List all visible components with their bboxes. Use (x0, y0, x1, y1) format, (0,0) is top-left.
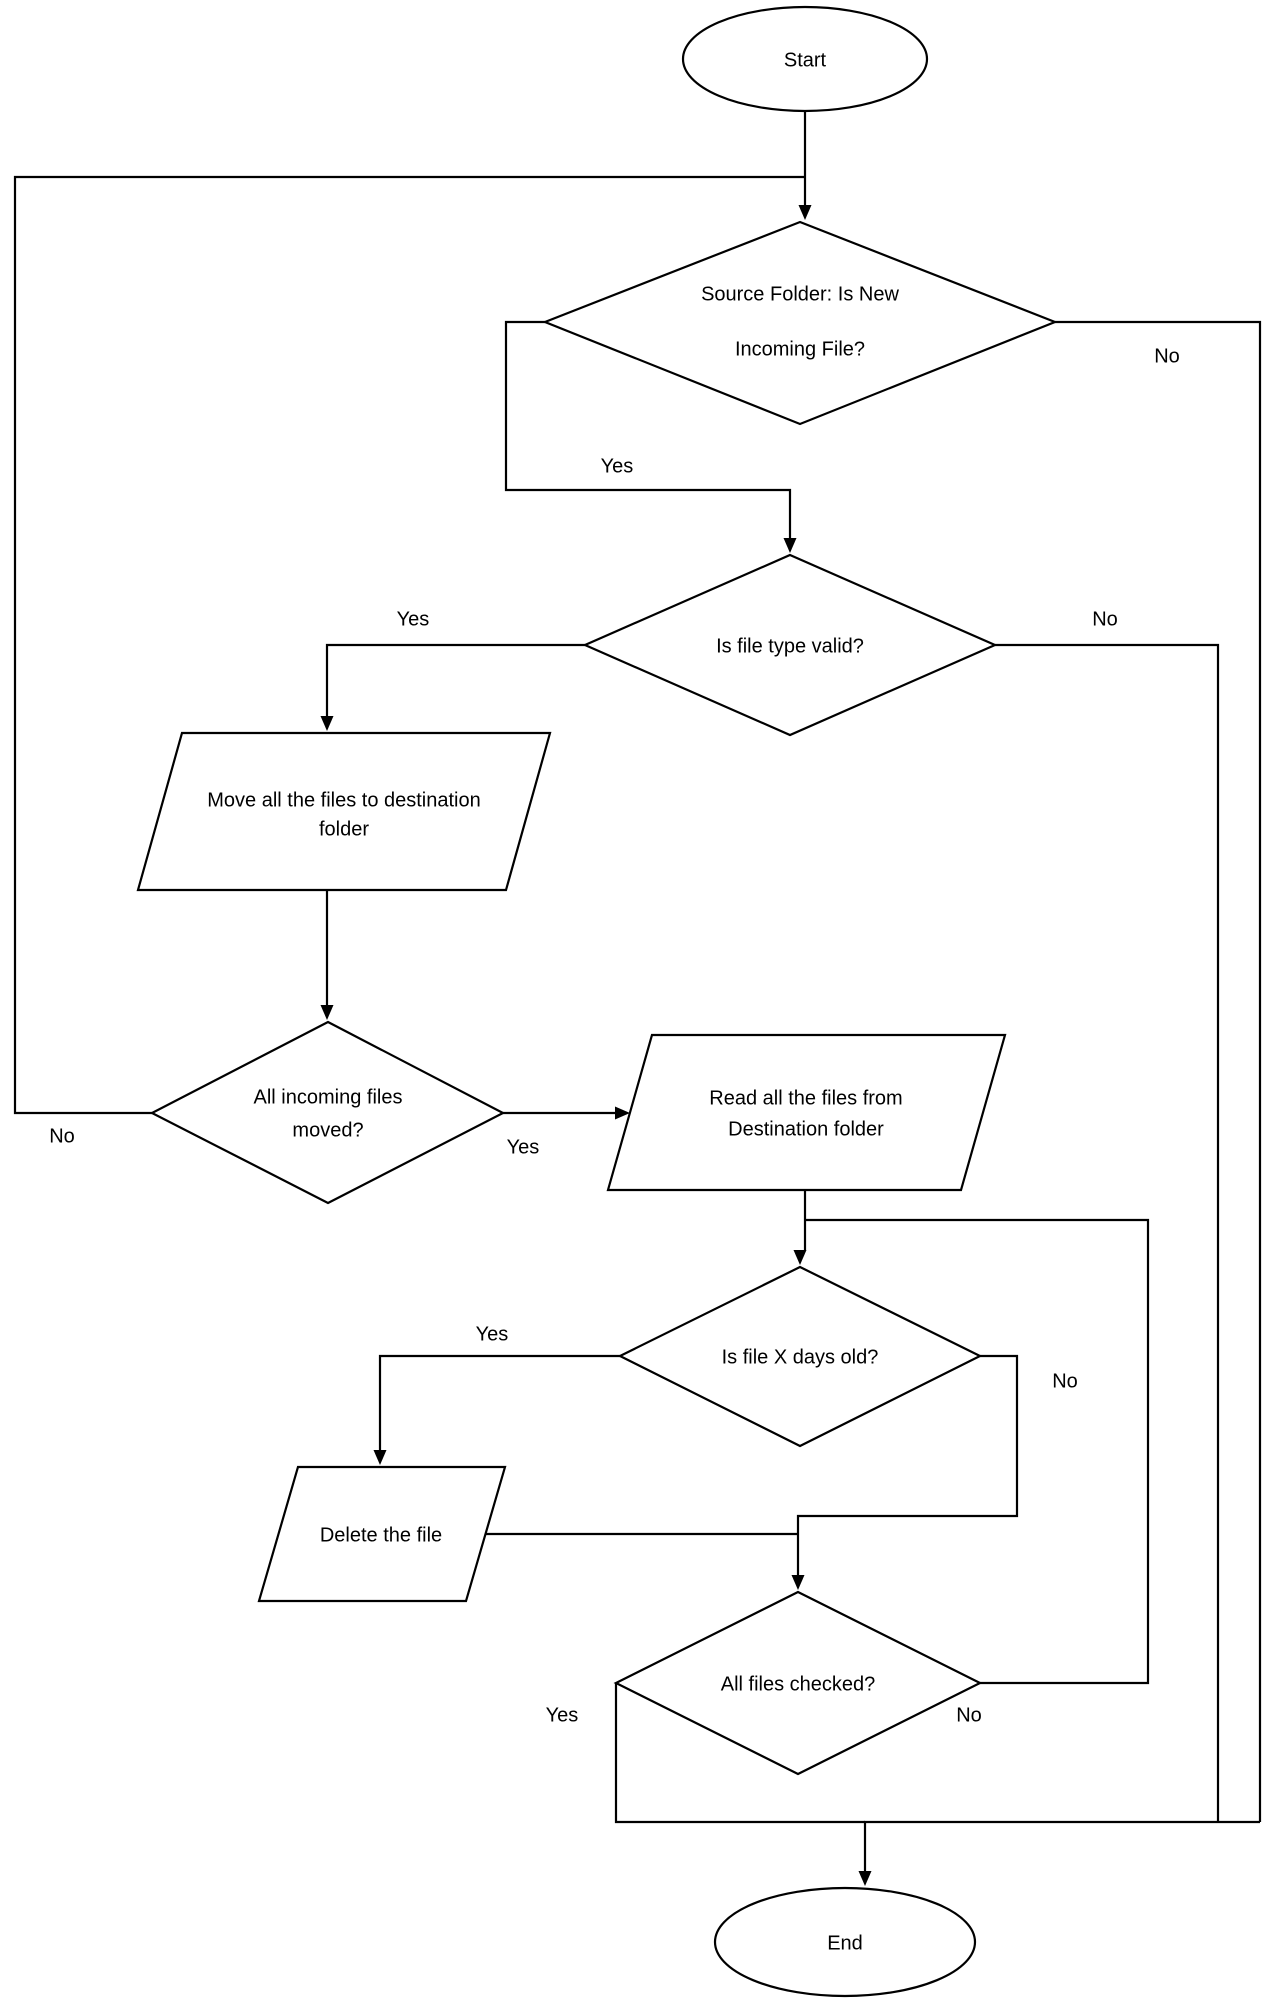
decision-moved-label-line2: moved? (292, 1119, 363, 1141)
edge-merge-to-end (863, 1820, 1260, 1871)
decision-all-files-checked (613, 1590, 983, 1776)
decision-file-type-valid (582, 553, 998, 737)
arrowhead-into-end (858, 1871, 872, 1886)
arrowhead-into-source (798, 205, 812, 220)
decision-file-x-days-old (617, 1265, 983, 1448)
edge-label-filetype-no: No (1092, 608, 1118, 630)
io-delete-file (257, 1465, 507, 1603)
end-label: End (827, 1932, 863, 1954)
edge-checked-no-feedback (805, 1218, 1150, 1685)
decision-all-incoming-moved (149, 1020, 506, 1205)
arrowhead-into-read (615, 1106, 630, 1120)
arrowhead-into-delete (373, 1450, 387, 1465)
decision-age-label: Is file X days old? (722, 1346, 879, 1368)
decision-source-label-line1: Source Folder: Is New (701, 283, 899, 305)
decision-source-folder (542, 220, 1058, 426)
terminator-start (681, 5, 929, 113)
edge-age-no (796, 1354, 1019, 1575)
edge-label-moved-yes: Yes (507, 1136, 540, 1158)
io-read-label-line2: Destination folder (728, 1118, 884, 1140)
arrowhead-into-move (320, 716, 334, 731)
decision-checked-label: All files checked? (721, 1673, 876, 1695)
io-move-label-line2: folder (319, 818, 369, 840)
edge-moved-no-loop (13, 175, 805, 1115)
edge-source-no (1055, 320, 1262, 1822)
arrowhead-into-age (793, 1250, 807, 1265)
terminator-end (713, 1886, 977, 1998)
arrowhead-into-checked (791, 1575, 805, 1590)
io-delete-label: Delete the file (320, 1524, 442, 1546)
arrowhead-into-filetype (783, 538, 797, 553)
edge-label-checked-yes: Yes (546, 1704, 579, 1726)
edge-label-moved-no: No (49, 1125, 75, 1147)
io-read-files (606, 1033, 1007, 1192)
arrowhead-into-moved (320, 1005, 334, 1020)
edge-label-source-yes: Yes (601, 455, 634, 477)
decision-moved-label-line1: All incoming files (254, 1086, 403, 1108)
decision-filetype-label: Is file type valid? (716, 635, 864, 657)
edge-filetype-no (995, 643, 1220, 1822)
edge-label-filetype-yes: Yes (397, 608, 430, 630)
edge-checked-yes (614, 1683, 865, 1824)
edge-label-age-yes: Yes (476, 1323, 509, 1345)
edge-source-yes (504, 320, 792, 538)
decision-source-label-line2: Incoming File? (735, 338, 865, 360)
io-move-label-line1: Move all the files to destination (207, 789, 481, 811)
edge-filetype-yes (325, 643, 585, 716)
edge-label-checked-no: No (956, 1704, 982, 1726)
edge-label-source-no: No (1154, 345, 1180, 367)
io-read-label-line1: Read all the files from (709, 1087, 902, 1109)
start-label: Start (784, 49, 827, 71)
edge-label-age-no: No (1052, 1370, 1078, 1392)
io-move-files (136, 731, 552, 892)
edge-age-yes (378, 1354, 620, 1450)
